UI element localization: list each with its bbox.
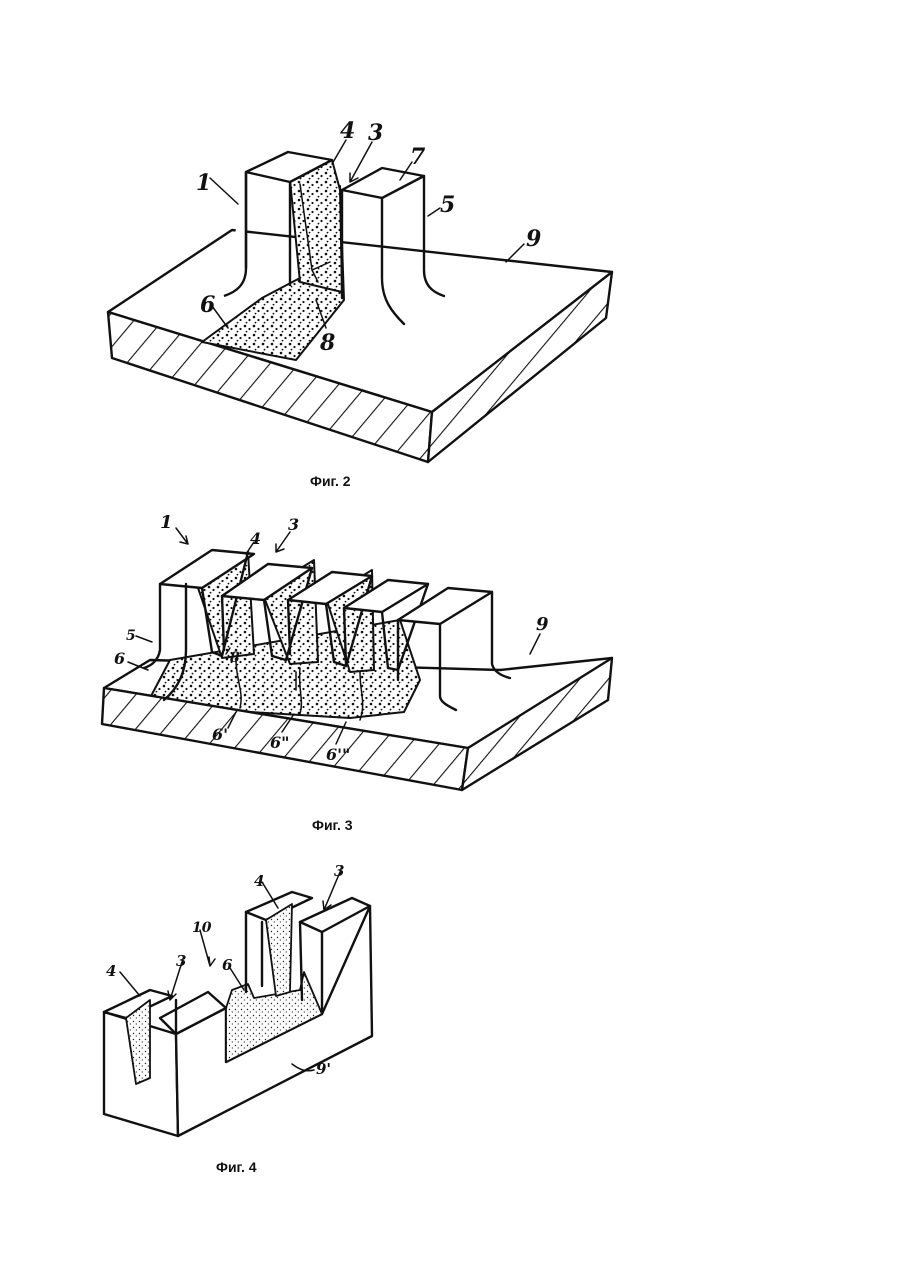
fig4-label-4a: 4 bbox=[106, 962, 116, 980]
fig4-leader-4a bbox=[120, 972, 140, 996]
fig3-label-6: 6 bbox=[114, 649, 125, 668]
fig3-leader-5 bbox=[136, 636, 152, 642]
figure-3: 1 4 3 5 6 8 6' 6" 6'" 9 Фиг. 3 bbox=[102, 512, 612, 833]
fig2-label-7: 7 bbox=[410, 144, 426, 170]
fig2-leader-5 bbox=[428, 208, 440, 216]
fig4-label-6: 6 bbox=[222, 956, 233, 974]
fig3-label-6c: 6'" bbox=[326, 745, 350, 764]
fig2-leader-9 bbox=[506, 244, 524, 262]
fig2-label-5: 5 bbox=[440, 192, 455, 218]
fig4-label-9: 9' bbox=[316, 1060, 331, 1078]
fig4-label-4b: 4 bbox=[254, 872, 264, 890]
fig3-leader-9 bbox=[530, 634, 540, 654]
fig3-label-5: 5 bbox=[126, 628, 136, 644]
fig3-label-1: 1 bbox=[160, 512, 173, 533]
fig3-label-4: 4 bbox=[250, 529, 261, 548]
fig3-leader-1 bbox=[176, 528, 188, 544]
fig2-caption: Фиг. 2 bbox=[310, 473, 351, 489]
fig4-caption: Фиг. 4 bbox=[216, 1159, 257, 1175]
fig3-label-9: 9 bbox=[536, 614, 549, 635]
fig3-leader-3 bbox=[276, 532, 290, 552]
fig2-label-1: 1 bbox=[196, 170, 211, 196]
fig4-right-trench bbox=[266, 904, 292, 996]
fig2-rib-right-top bbox=[342, 168, 424, 198]
fig2-label-9: 9 bbox=[526, 226, 541, 252]
fig4-label-10: 10 bbox=[192, 920, 212, 936]
fig4-label-3b: 3 bbox=[334, 862, 344, 880]
fig2-substrate-top bbox=[108, 230, 612, 412]
fig2-label-6: 6 bbox=[200, 292, 215, 318]
fig2-label-4: 4 bbox=[340, 118, 355, 144]
fig3-label-8: 8 bbox=[230, 650, 240, 666]
fig2-label-3: 3 bbox=[368, 120, 383, 146]
fig3-label-3: 3 bbox=[288, 515, 299, 534]
fig3-label-6b: 6" bbox=[270, 733, 289, 752]
fig2-leader-1 bbox=[210, 178, 238, 204]
fig4-label-3a: 3 bbox=[176, 952, 186, 970]
fig2-label-8: 8 bbox=[319, 330, 335, 356]
figure-4: 4 3 10 6 4 3 9' Фиг. 4 bbox=[104, 862, 372, 1175]
fig3-caption: Фиг. 3 bbox=[312, 817, 353, 833]
fig3-label-6a: 6' bbox=[212, 725, 228, 744]
figure-2: 1 4 3 7 5 9 6 8 Фиг. 2 bbox=[108, 118, 612, 489]
